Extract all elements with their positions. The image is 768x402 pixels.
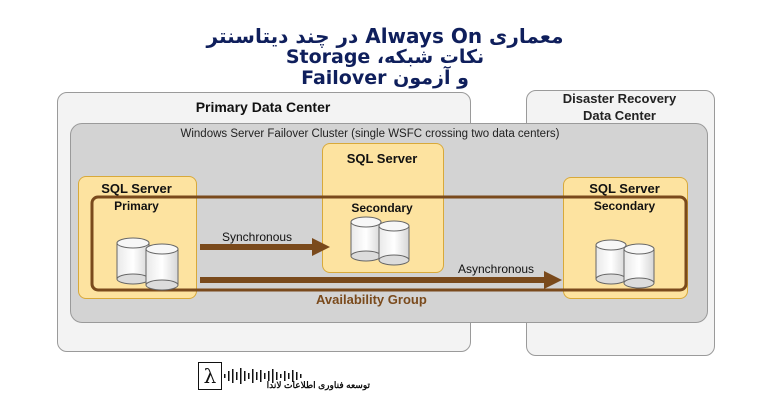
wsfc-label: Windows Server Failover Cluster (single … xyxy=(180,128,560,140)
dr-data-center-label-line1: Disaster Recovery xyxy=(562,91,677,106)
dr-data-center-label-line2: Data Center xyxy=(583,108,656,123)
title-line-2: نکات شبکه، Storage xyxy=(285,46,485,68)
title-line-3: و آزمون Failover xyxy=(301,67,469,89)
availability-group-outline xyxy=(90,195,688,292)
sql-secondary-2-role: Secondary xyxy=(593,199,656,213)
asynchronous-label: Asynchronous xyxy=(458,262,535,276)
database-icon-secondary-2 xyxy=(595,239,655,289)
synchronous-label: Synchronous xyxy=(222,230,293,244)
sql-primary-role: Primary xyxy=(114,199,159,213)
sql-secondary-1-title: SQL Server xyxy=(346,151,418,166)
primary-data-center-label: Primary Data Center xyxy=(195,99,331,115)
asynchronous-arrow xyxy=(200,271,562,289)
title-line-1: معماری Always On در چند دیتاسنتر xyxy=(206,24,564,48)
synchronous-arrow xyxy=(200,238,330,256)
sql-secondary-2-title: SQL Server xyxy=(589,181,660,196)
logo-waveform-icon xyxy=(224,368,302,384)
sql-primary-title: SQL Server xyxy=(101,181,172,196)
lambda-logo: λ xyxy=(198,362,222,390)
sql-secondary-1-role: Secondary xyxy=(351,201,413,215)
database-icon-primary xyxy=(116,237,179,291)
availability-group-label: Availability Group xyxy=(316,292,427,307)
database-icon-secondary-1 xyxy=(350,216,410,266)
logo-text: توسعه فناوری اطلاعات لاندا xyxy=(266,380,370,390)
